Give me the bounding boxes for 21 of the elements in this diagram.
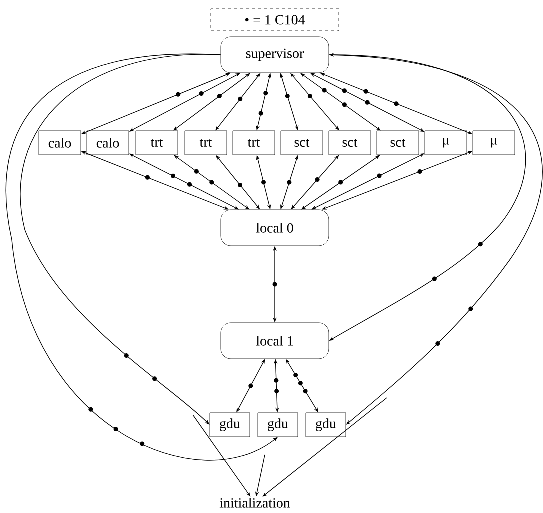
unit-box: μ <box>424 130 468 156</box>
process-box: local 1 <box>220 322 330 360</box>
unit-box: gdu <box>258 412 298 438</box>
process-box: local 0 <box>220 210 330 246</box>
unit-box: μ <box>472 130 516 156</box>
arrow <box>328 54 543 425</box>
process-box: supervisor <box>220 36 330 74</box>
arrow <box>20 54 222 425</box>
legend-box: • = 1 C104 <box>210 8 340 32</box>
unit-box: sct <box>376 130 420 156</box>
unit-box: trt <box>232 130 276 156</box>
unit-box: gdu <box>306 412 346 438</box>
endpoint-label: initialization <box>220 498 290 508</box>
unit-box: trt <box>184 130 228 156</box>
unit-box: trt <box>136 130 178 156</box>
unit-box: sct <box>328 130 372 156</box>
unit-box: sct <box>280 130 324 156</box>
unit-box: calo <box>38 130 82 156</box>
unit-box: gdu <box>210 412 250 438</box>
arrow <box>6 54 278 461</box>
unit-box: calo <box>86 130 130 156</box>
